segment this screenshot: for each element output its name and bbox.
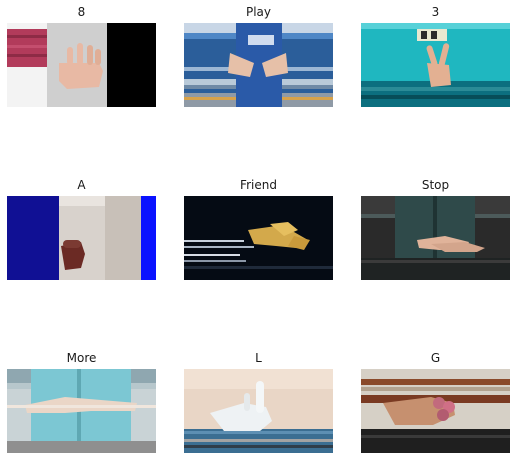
panel-title: L (255, 351, 262, 365)
panel-friend: Friend (184, 176, 333, 282)
panel-stop: Stop (361, 176, 510, 282)
hand-sign-a-image (7, 196, 156, 280)
hand-sign-l-image (184, 369, 333, 453)
panel-a: A (7, 176, 156, 282)
panel-title: Play (245, 5, 272, 19)
hand-sign-friend-image (184, 196, 333, 280)
panel-play: Play (184, 3, 333, 109)
hand-sign-g-image (361, 369, 510, 453)
panel-g: G (361, 349, 510, 455)
hand-sign-3-image (361, 23, 510, 107)
panel-title: Stop (421, 178, 450, 192)
panel-title: A (77, 178, 86, 192)
panel-title: More (66, 351, 97, 365)
panel-title: 8 (77, 5, 86, 19)
hand-sign-more-image (7, 369, 156, 453)
panel-title: G (430, 351, 441, 365)
panel-title: 3 (431, 5, 440, 19)
hand-sign-play-image (184, 23, 333, 107)
panel-3: 3 (361, 3, 510, 109)
hand-sign-8-image (7, 23, 156, 107)
panel-8: 8 (7, 3, 156, 109)
panel-l: L (184, 349, 333, 455)
panel-title: Friend (240, 178, 277, 192)
panel-more: More (7, 349, 156, 455)
hand-sign-stop-image (361, 196, 510, 280)
